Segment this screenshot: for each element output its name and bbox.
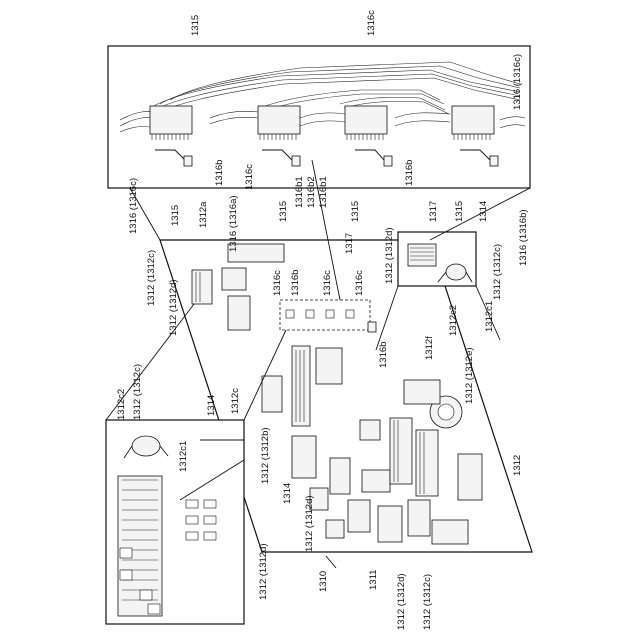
- label-1316b-a: 1316b: [214, 160, 225, 186]
- label-1316b1-b: 1316b1: [318, 176, 329, 208]
- label-1312-1312c-bottom: 1312 (1312c): [422, 574, 433, 630]
- label-1316b-c: 1316b: [290, 270, 301, 296]
- label-1316c-d: 1316c: [354, 270, 365, 296]
- label-1316b1-a: 1316b1: [294, 176, 305, 208]
- label-1317-mid: 1317: [344, 233, 355, 254]
- label-1314-left: 1314: [206, 395, 217, 416]
- label-1310: 1310: [318, 571, 329, 592]
- label-1315-a: 1315: [170, 205, 181, 226]
- label-1312c-mid: 1312c: [230, 388, 241, 414]
- label-1312-1312d-bottomleft: 1312 (1312d): [258, 543, 269, 600]
- small-connector-1312d: [408, 244, 436, 266]
- label-1312-1312c-left: 1312 (1312c): [132, 364, 143, 420]
- label-1316c-c: 1316c: [322, 270, 333, 296]
- label-1316b-b: 1316b: [404, 160, 415, 186]
- label-1312f: 1312f: [424, 336, 435, 360]
- label-1316-1316c-left: 1316 (1316c): [128, 178, 139, 234]
- label-1316-1316a: 1316 (1316a): [228, 195, 239, 252]
- label-1312-1312d-right: 1312 (1312d): [384, 227, 395, 284]
- label-1317-top: 1317: [428, 201, 439, 222]
- label-1312-1312e: 1312 (1312e): [464, 347, 475, 404]
- label-1316c-mid: 1316c: [244, 164, 255, 190]
- label-1316b2: 1316b2: [306, 176, 317, 208]
- label-1316c-top: 1316c: [366, 10, 377, 36]
- label-1312-1312d-top: 1312 (1312d): [168, 279, 179, 336]
- label-1315-c: 1315: [350, 201, 361, 222]
- label-1312-1312d-mid: 1312 (1312d): [304, 495, 315, 552]
- label-1316c-b: 1316c: [272, 270, 283, 296]
- label-1315-d: 1315: [454, 201, 465, 222]
- label-1312c1-left: 1312c1: [178, 441, 189, 472]
- label-1314-top: 1314: [478, 201, 489, 222]
- label-1311: 1311: [368, 570, 379, 590]
- label-1314-mid: 1314: [282, 483, 293, 504]
- label-1312-1312c-top: 1312 (1312c): [146, 250, 157, 306]
- label-1312-1312c-right: 1312 (1312c): [492, 244, 503, 300]
- label-1312-right: 1312: [512, 455, 523, 476]
- label-1316-1316c-right: 1316 (1316c): [512, 54, 523, 110]
- label-1312-1312b: 1312 (1312b): [260, 427, 271, 484]
- label-1316-1316b: 1316 (1316b): [518, 209, 529, 266]
- label-1312c2-left: 1312c2: [116, 389, 127, 420]
- label-1316b-d: 1316b: [378, 342, 389, 368]
- label-1312a: 1312a: [198, 201, 209, 228]
- label-1315-top: 1315: [190, 15, 201, 36]
- label-1312c1-right: 1312c1: [484, 301, 495, 332]
- label-1312-1312d-bottom: 1312 (1312d): [396, 573, 407, 630]
- label-1312c2-right: 1312c2: [448, 305, 459, 336]
- label-1315-b: 1315: [278, 201, 289, 222]
